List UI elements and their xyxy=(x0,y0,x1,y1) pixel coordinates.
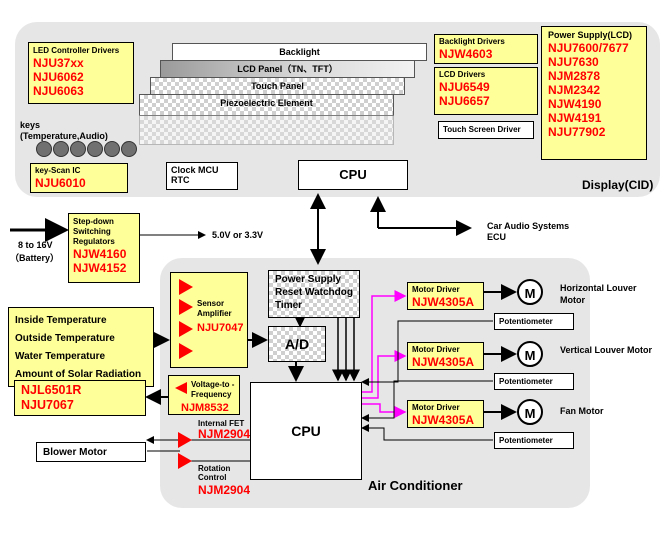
amp-triangle-1 xyxy=(179,279,193,295)
led-part-3: NJU6063 xyxy=(33,84,84,98)
sensor-amp-title: Sensor Amplifier xyxy=(197,299,232,318)
horizontal-louver-motor-label: Horizontal Louver Motor xyxy=(560,283,637,305)
keyscan-title: key-Scan IC xyxy=(35,166,81,175)
ps-part-1: NJU7600/7677 xyxy=(548,41,629,55)
motor-driver-1-part: NJW4305A xyxy=(412,295,475,309)
keyscan-box: key-Scan IC NJU6010 xyxy=(30,163,128,193)
output-voltage-label: 5.0V or 3.3V xyxy=(212,230,264,240)
backlight-drivers-title: Backlight Drivers xyxy=(439,37,505,46)
key-5 xyxy=(104,141,120,157)
key-3 xyxy=(70,141,86,157)
internal-fet-part: NJM2904 xyxy=(198,427,251,441)
aircon-title: Air Conditioner xyxy=(368,478,463,493)
step-down-part-1: NJW4160 xyxy=(73,247,127,261)
sensor-amp-part: NJU7047 xyxy=(197,322,244,334)
ps-part-6: NJW4191 xyxy=(548,111,602,125)
lcd-part-2: NJU6657 xyxy=(439,94,490,108)
ps-part-4: NJM2342 xyxy=(548,83,601,97)
power-supply-lcd-box: Power Supply(LCD) NJU7600/7677 NJU7630 N… xyxy=(541,26,647,160)
touch-screen-driver: Touch Screen Driver xyxy=(438,121,534,139)
layer-backlight: Backlight xyxy=(172,43,427,61)
motor-driver-3-title: Motor Driver xyxy=(412,403,460,412)
layer-piezo: Piezoelectric Element xyxy=(139,94,394,116)
motor-driver-2: Motor Driver NJW4305A xyxy=(407,342,484,370)
vtof-title: Voltage-to -Frequency xyxy=(191,380,235,399)
ps-part-3: NJM2878 xyxy=(548,69,601,83)
led-drivers-box: LED Controller Drivers NJU37xx NJU6062 N… xyxy=(28,42,134,104)
step-down-part-2: NJW4152 xyxy=(73,261,127,275)
key-2 xyxy=(53,141,69,157)
aircon-cpu: CPU xyxy=(250,382,362,480)
layer-piezo-base xyxy=(139,115,394,145)
led-drivers-title: LED Controller Drivers xyxy=(33,46,120,55)
vertical-louver-motor-icon: M xyxy=(517,341,543,367)
blower-motor: Blower Motor xyxy=(36,442,146,462)
clock-mcu-box: Clock MCU RTC xyxy=(166,162,238,190)
vtof-box: Voltage-to -Frequency NJM8532 xyxy=(168,375,240,415)
motor-driver-2-part: NJW4305A xyxy=(412,355,475,369)
vtof-part: NJM8532 xyxy=(181,402,229,414)
sensor-inputs-box: Inside Temperature Outside Temperature W… xyxy=(8,307,154,387)
motor-driver-3: Motor Driver NJW4305A xyxy=(407,400,484,428)
motor-driver-2-title: Motor Driver xyxy=(412,345,460,354)
amp-triangle-3 xyxy=(179,321,193,337)
sensor-solar: Amount of Solar Radiation xyxy=(15,369,142,380)
vtof-triangle xyxy=(175,382,187,394)
horizontal-louver-motor-icon: M xyxy=(517,279,543,305)
amp-triangle-4 xyxy=(179,343,193,359)
motor-driver-3-part: NJW4305A xyxy=(412,413,475,427)
led-part-2: NJU6062 xyxy=(33,70,84,84)
motor-driver-1-title: Motor Driver xyxy=(412,285,460,294)
step-down-title: Step-down Switching Regulators xyxy=(73,217,115,246)
led-part-1: NJU37xx xyxy=(33,56,84,70)
sensor-amp-box: Sensor Amplifier NJU7047 xyxy=(170,272,248,368)
fan-motor-label: Fan Motor xyxy=(560,406,604,416)
lcd-part-1: NJU6549 xyxy=(439,80,490,94)
key-1 xyxy=(36,141,52,157)
keyscan-part: NJU6010 xyxy=(35,176,86,190)
battery-voltage: 8 to 16V xyxy=(18,240,53,250)
battery-label: （Battery） xyxy=(10,253,60,263)
potentiometer-3: Potentiometer xyxy=(494,432,574,449)
amp-triangle-2 xyxy=(179,299,193,315)
potentiometer-2: Potentiometer xyxy=(494,373,574,390)
ps-part-2: NJU7630 xyxy=(548,55,599,69)
sensor-parts-box: NJL6501R NJU7067 xyxy=(14,380,146,416)
motor-driver-1: Motor Driver NJW4305A xyxy=(407,282,484,310)
vertical-louver-motor-label: Vertical Louver Motor xyxy=(560,345,653,355)
rotation-triangle xyxy=(178,453,192,469)
lcd-drivers-box: LCD Drivers NJU6549 NJU6657 xyxy=(434,67,538,115)
keys-label: keys (Temperature,Audio) xyxy=(20,120,108,141)
sensor-part-2: NJU7067 xyxy=(21,398,74,412)
rotation-control-part: NJM2904 xyxy=(198,483,251,497)
sensor-water-temp: Water Temperature xyxy=(15,351,106,362)
layer-touch-panel: Touch Panel xyxy=(150,77,405,95)
sensor-inside-temp: Inside Temperature xyxy=(15,315,107,326)
lcd-drivers-title: LCD Drivers xyxy=(439,70,486,79)
fet-triangle xyxy=(178,432,192,448)
ps-part-5: NJW4190 xyxy=(548,97,602,111)
power-supply-lcd-title: Power Supply(LCD) xyxy=(548,30,633,40)
key-6 xyxy=(121,141,137,157)
ps-part-7: NJU77902 xyxy=(548,125,606,139)
power-reset-watchdog: Power Supply Reset Watchdog Timer xyxy=(268,270,360,318)
potentiometer-1: Potentiometer xyxy=(494,313,574,330)
sensor-outside-temp: Outside Temperature xyxy=(15,333,115,344)
backlight-part: NJW4603 xyxy=(439,47,493,61)
backlight-drivers-box: Backlight Drivers NJW4603 xyxy=(434,34,538,64)
display-title: Display(CID) xyxy=(582,178,654,192)
fan-motor-icon: M xyxy=(517,399,543,425)
step-down-box: Step-down Switching Regulators NJW4160 N… xyxy=(68,213,140,283)
layer-lcd-panel: LCD Panel（TN、TFT） xyxy=(160,60,415,78)
ad-converter: A/D xyxy=(268,326,326,362)
sensor-part-1: NJL6501R xyxy=(21,383,82,397)
car-audio-label: Car Audio Systems xyxy=(487,221,570,231)
internal-fet-label: Internal FET xyxy=(198,419,245,428)
rotation-control-label: Rotation Control xyxy=(198,464,231,482)
display-cpu: CPU xyxy=(298,160,408,190)
key-4 xyxy=(87,141,103,157)
ecu-label: ECU xyxy=(487,232,507,242)
